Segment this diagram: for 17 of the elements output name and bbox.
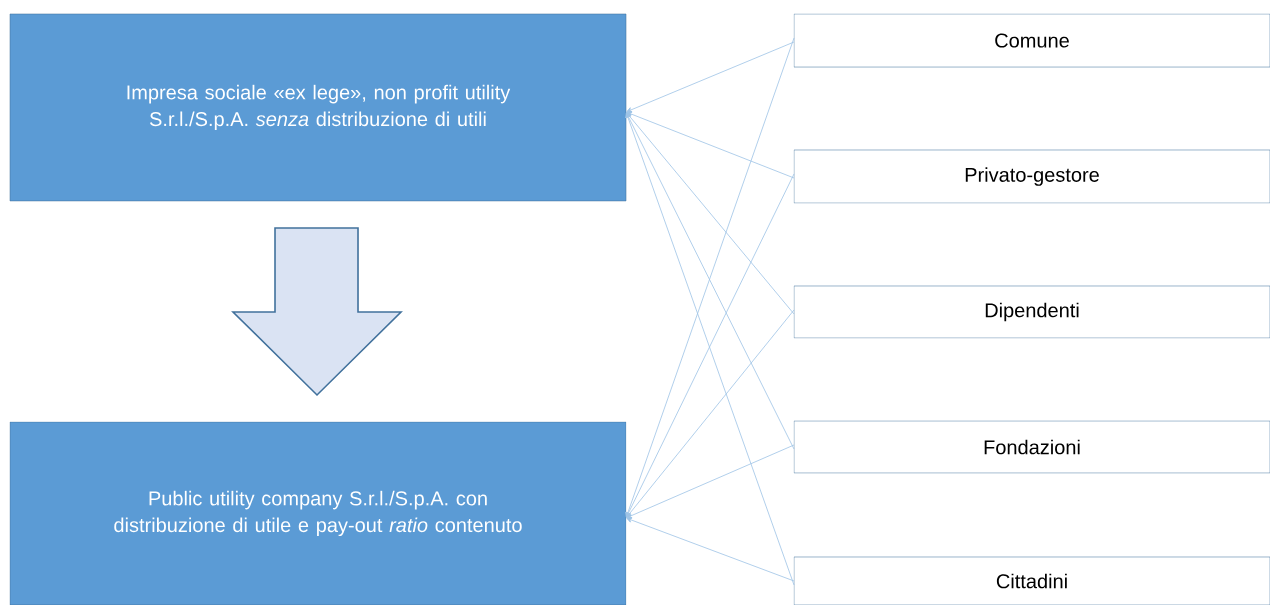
connector-arrow <box>625 37 795 518</box>
process-box: Public utility company S.r.l./S.p.A. con distribuzione di utile e pay-out ratio contenuto <box>9 421 627 605</box>
connector-arrow <box>626 112 795 450</box>
connector-arrow <box>626 444 795 519</box>
connector-arrow <box>625 112 795 586</box>
connector-arrow <box>626 309 795 518</box>
connector-arrow <box>626 41 795 113</box>
stakeholder-box: Comune <box>793 13 1270 68</box>
connector-arrow <box>626 112 795 315</box>
stakeholder-box: Dipendenti <box>793 285 1270 339</box>
stakeholder-box: Fondazioni <box>793 420 1270 474</box>
connector-arrow <box>626 517 795 582</box>
connector-arrow <box>626 111 795 179</box>
block-arrow <box>231 227 403 397</box>
stakeholder-box: Cittadini <box>793 556 1270 605</box>
stakeholder-box: Privato-gestore <box>793 149 1270 204</box>
process-box: Impresa sociale «ex lege», non profit utility S.r.l./S.p.A. senza distribuzione di utili <box>9 13 627 202</box>
